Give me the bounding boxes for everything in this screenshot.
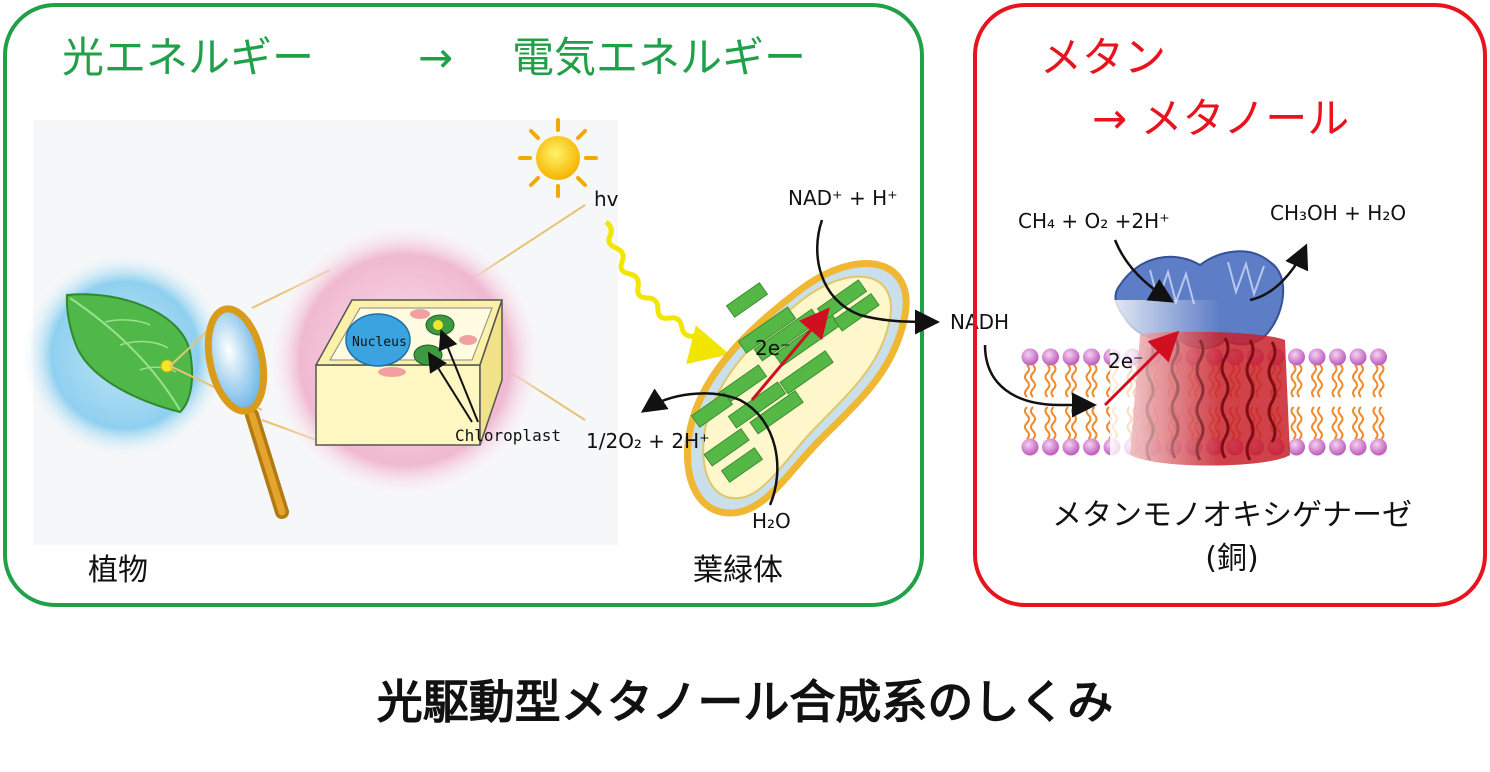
right-heading-line2: → メタノール bbox=[1092, 94, 1349, 143]
lipid-head bbox=[1288, 438, 1305, 456]
left-heading-from: 光エネルギー bbox=[62, 33, 314, 82]
lipid-tail bbox=[1085, 364, 1092, 398]
product-label: CH₃OH + H₂O bbox=[1270, 201, 1406, 225]
lipid-head bbox=[1083, 438, 1100, 456]
nucleus-shape bbox=[345, 313, 411, 367]
lipid-head bbox=[1308, 348, 1326, 366]
water-oxidation-arrow bbox=[640, 388, 779, 506]
lipid-tail bbox=[1091, 364, 1098, 398]
lipid-head bbox=[1370, 348, 1387, 366]
light-wave-arrow bbox=[604, 220, 730, 365]
lipid-tail bbox=[1372, 406, 1379, 440]
chloroplast-organelle bbox=[683, 260, 910, 517]
left-panel-border bbox=[3, 3, 924, 607]
plant-label: 植物 bbox=[88, 553, 148, 588]
chloroplast-electron-arrow bbox=[750, 307, 830, 401]
figure-caption: 光駆動型メタノール合成系のしくみ bbox=[377, 675, 1113, 729]
lipid-tail bbox=[1050, 364, 1057, 398]
lipid-tail bbox=[1044, 364, 1051, 398]
lipid-head bbox=[1021, 348, 1039, 366]
sun-icon bbox=[518, 118, 598, 198]
left-heading-to: 電気エネルギー bbox=[512, 33, 806, 82]
lipid-head bbox=[1083, 348, 1100, 366]
light-label: hv bbox=[594, 187, 619, 211]
right-panel-border bbox=[973, 3, 1487, 607]
lipid-head bbox=[1349, 438, 1367, 456]
lipid-tail bbox=[1311, 406, 1317, 440]
enzyme-electron-label: 2e⁻ bbox=[1108, 349, 1144, 373]
left-panel: 光エネルギー → 電気エネルギー bbox=[3, 3, 1009, 607]
right-heading-line1: メタン bbox=[1040, 33, 1166, 82]
nadh-label: NADH bbox=[950, 310, 1009, 334]
lipid-head bbox=[1349, 348, 1367, 366]
chloroplast-callout: Chloroplast bbox=[455, 426, 561, 445]
nucleus-label: Nucleus bbox=[352, 335, 407, 350]
lipid-tail bbox=[1071, 406, 1077, 440]
lipid-tail bbox=[1290, 364, 1297, 398]
lipid-tail bbox=[1337, 364, 1344, 398]
lipid-tail bbox=[1065, 406, 1071, 440]
lipid-tail bbox=[1290, 406, 1297, 440]
lipid-tail bbox=[1071, 364, 1077, 398]
lipid-tail bbox=[1030, 364, 1036, 398]
enzyme-name-line1: メタンモノオキシゲナーゼ bbox=[1052, 498, 1412, 533]
enzyme-electron-arrow bbox=[1103, 330, 1180, 407]
lipid-tail bbox=[1331, 406, 1338, 440]
leaf-icon bbox=[65, 293, 194, 414]
lipid-tail bbox=[1358, 364, 1364, 398]
lipid-tail bbox=[1378, 364, 1385, 398]
chloroplast-pointer bbox=[427, 351, 473, 423]
cell-illustration bbox=[314, 299, 504, 446]
lipid-tail bbox=[1352, 406, 1358, 440]
lipid-tail bbox=[1024, 364, 1030, 398]
lipid-tail bbox=[1352, 364, 1358, 398]
lipid-tail bbox=[1091, 406, 1098, 440]
water-label: H₂O bbox=[752, 509, 791, 533]
lipid-tail bbox=[1296, 364, 1303, 398]
lipid-tail bbox=[1378, 406, 1385, 440]
lipid-tail bbox=[1050, 406, 1057, 440]
lipid-tail bbox=[1317, 406, 1323, 440]
chloroplast-label: 葉緑体 bbox=[693, 553, 783, 588]
right-panel: メタン → メタノール CH₄ + O₂ +2H⁺ CH₃OH + H₂O 2 bbox=[973, 3, 1487, 607]
reactant-label: CH₄ + O₂ +2H⁺ bbox=[1018, 209, 1170, 233]
nad-to-nadh-arrow bbox=[816, 219, 940, 335]
lipid-tail bbox=[1358, 406, 1364, 440]
lipid-head bbox=[1308, 438, 1326, 456]
lipid-tail bbox=[1331, 364, 1338, 398]
lipid-tail bbox=[1024, 406, 1030, 440]
lipid-head bbox=[1042, 438, 1059, 456]
nad-label: NAD⁺ + H⁺ bbox=[788, 186, 898, 210]
left-heading-arrow: → bbox=[418, 33, 453, 82]
lipid-head bbox=[1042, 348, 1059, 366]
lipid-head bbox=[1062, 348, 1080, 366]
lipid-tail bbox=[1317, 364, 1323, 398]
lipid-tail bbox=[1065, 364, 1071, 398]
lipid-tail bbox=[1085, 406, 1092, 440]
lipid-head bbox=[1288, 348, 1305, 366]
lipid-tail bbox=[1030, 406, 1036, 440]
chloroplast-pointer bbox=[438, 329, 479, 423]
enzyme-protein bbox=[1110, 250, 1290, 470]
lipid-tail bbox=[1296, 406, 1303, 440]
lipid-head bbox=[1021, 438, 1039, 456]
substrate-in-arrow bbox=[1113, 239, 1175, 303]
lipid-tail bbox=[1337, 406, 1344, 440]
enzyme-name-line2: (銅) bbox=[1205, 541, 1258, 576]
lipid-head bbox=[1329, 438, 1346, 456]
chloroplast-electron-label: 2e⁻ bbox=[755, 336, 791, 360]
lipid-head bbox=[1370, 438, 1387, 456]
lipid-head bbox=[1329, 348, 1346, 366]
lipid-tail bbox=[1311, 364, 1317, 398]
product-out-arrow bbox=[1249, 243, 1309, 302]
lipid-tail bbox=[1372, 364, 1379, 398]
nadh-to-enzyme-arrow bbox=[983, 344, 1097, 418]
oxygen-label: 1/2O₂ + 2H⁺ bbox=[586, 429, 710, 453]
lipid-tail bbox=[1044, 406, 1051, 440]
magnifier-icon bbox=[204, 305, 289, 519]
lipid-head bbox=[1062, 438, 1080, 456]
